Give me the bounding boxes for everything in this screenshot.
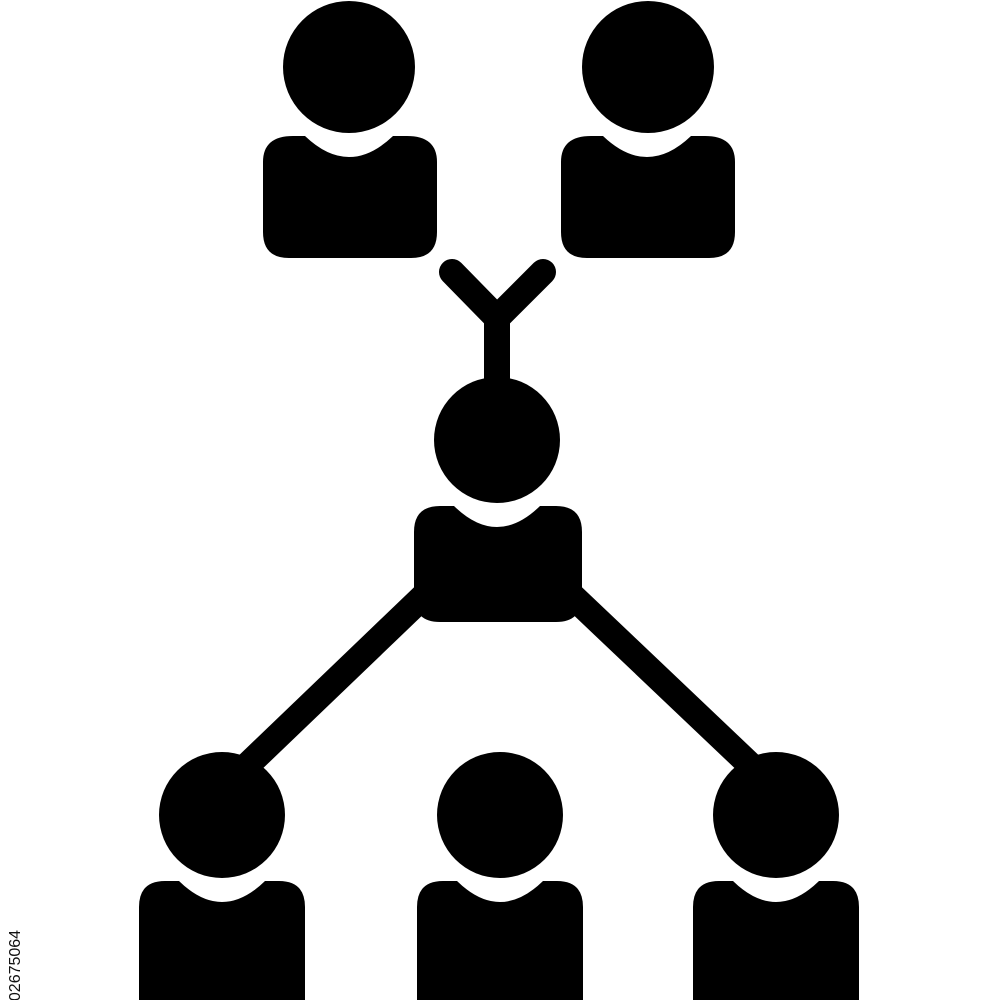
person-bottom-left-icon [139,752,305,1000]
person-center-icon [414,377,582,622]
branch-line-left [219,577,443,793]
connector-lines [219,259,779,793]
person-bottom-center-icon [417,752,583,1000]
person-bottom-right-icon [693,752,859,1000]
person-top-right-icon [561,1,735,258]
branch-line-right [553,577,779,793]
stock-id-label: 702675064 [7,929,24,1000]
merge-connector [439,259,556,391]
person-top-left-icon [263,1,437,258]
